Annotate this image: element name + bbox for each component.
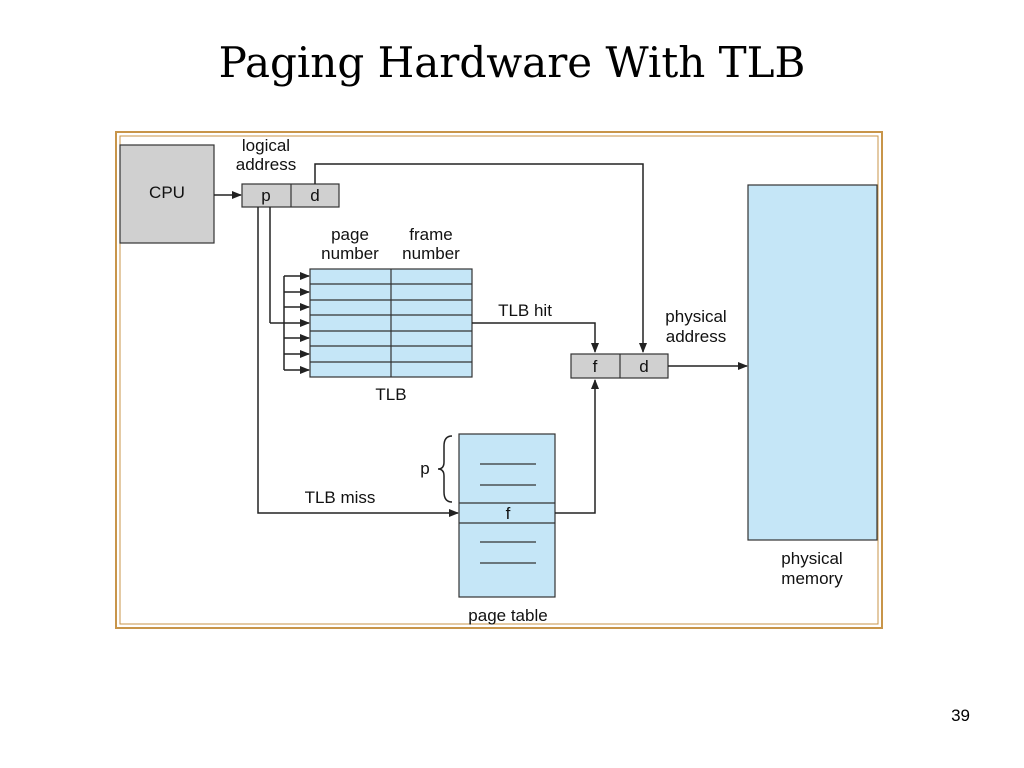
- tlb-hit-label: TLB hit: [498, 301, 552, 320]
- page-table: [458, 433, 556, 598]
- cpu-label: CPU: [149, 183, 185, 202]
- frame-number-label-line2: number: [402, 244, 460, 263]
- frame-number-label-line1: frame: [409, 225, 452, 244]
- page-number-label-line1: page: [331, 225, 369, 244]
- slide-title: Paging Hardware With TLB: [218, 38, 806, 87]
- physical-address-label-line1: physical: [665, 307, 726, 326]
- cpu-box: [119, 144, 215, 244]
- page-index-p-label: p: [420, 459, 429, 478]
- tlb-miss-arrow: [257, 207, 459, 517]
- physical-memory-label-line2: memory: [781, 569, 843, 588]
- physical-f-label: f: [593, 357, 598, 376]
- page-number-label-line2: number: [321, 244, 379, 263]
- tlb-hit-arrow: [472, 322, 599, 353]
- tlb-lookup-arrows: [269, 207, 310, 374]
- page-table-label: page table: [468, 606, 547, 625]
- tlb-table: [309, 268, 473, 378]
- page-index-brace: [437, 435, 453, 503]
- physical-address-label-line2: address: [666, 327, 726, 346]
- logical-d-label: d: [310, 186, 319, 205]
- tlb-miss-label: TLB miss: [305, 488, 376, 507]
- physical-memory-box: [747, 184, 878, 541]
- page-table-f-label: f: [506, 504, 511, 523]
- physical-memory-label-line1: physical: [781, 549, 842, 568]
- tlb-label: TLB: [375, 385, 406, 404]
- page-table-to-frame-arrow: [555, 379, 599, 514]
- logical-p-label: p: [261, 186, 270, 205]
- logical-address-label-line1: logical: [242, 136, 290, 155]
- physical-d-label: d: [639, 357, 648, 376]
- logical-address-label-line2: address: [236, 155, 296, 174]
- slide-number: 39: [951, 706, 970, 725]
- offset-d-arrow: [314, 163, 647, 353]
